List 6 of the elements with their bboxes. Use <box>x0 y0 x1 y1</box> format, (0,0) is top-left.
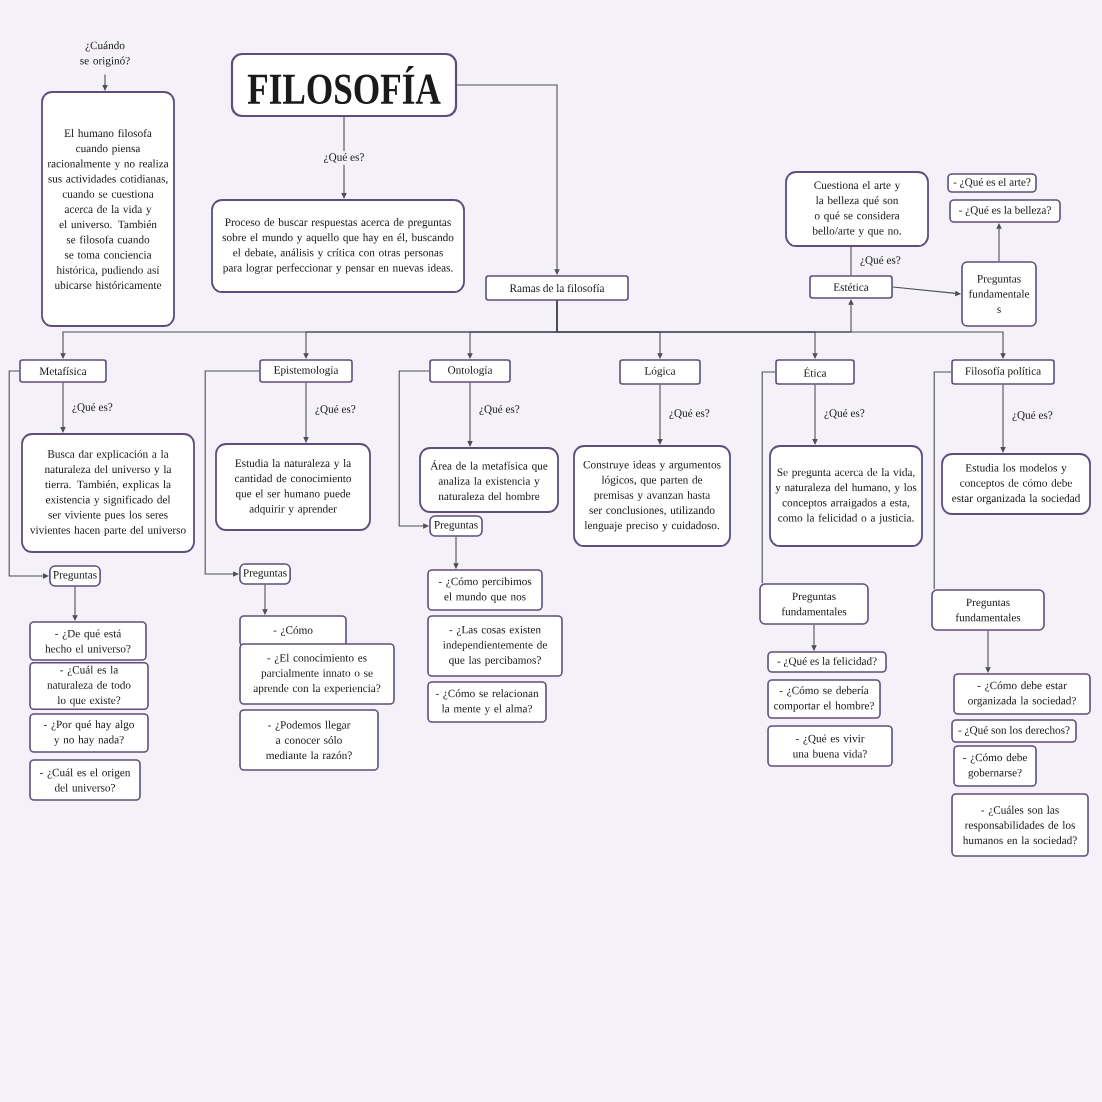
connector-line <box>933 371 952 590</box>
connector-line <box>850 246 852 276</box>
arrow <box>204 370 260 577</box>
title-box: FILOSOFÍA <box>230 52 458 118</box>
arrow <box>398 370 430 529</box>
connector-line <box>761 371 776 584</box>
